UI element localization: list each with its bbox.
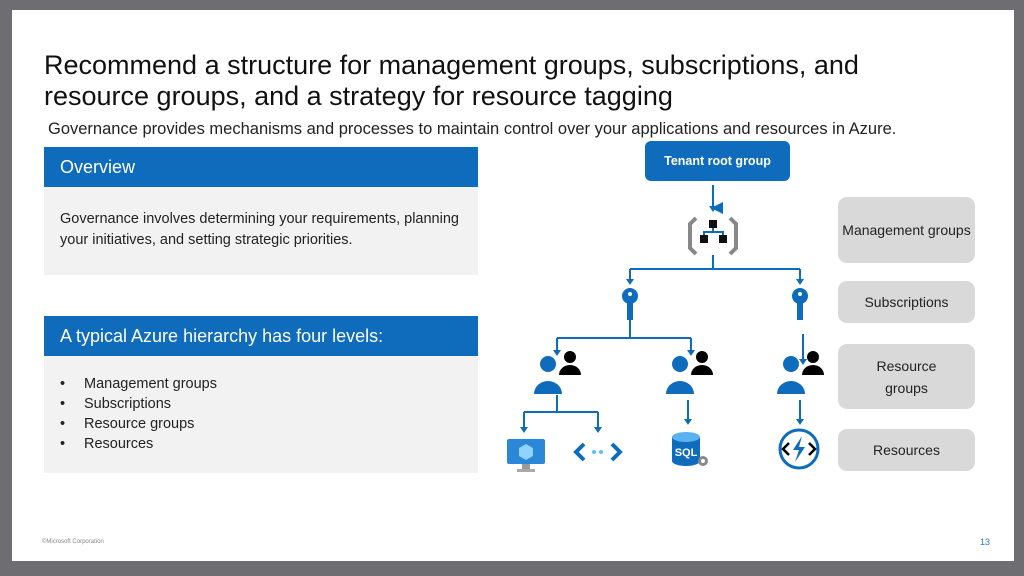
overview-header: Overview	[44, 147, 478, 187]
hierarchy-header: A typical Azure hierarchy has four level…	[44, 316, 478, 356]
sql-database-icon: SQL	[672, 432, 708, 466]
level-box-resource-groups: Resource groups	[838, 344, 975, 409]
hierarchy-body: Management groups Subscriptions Resource…	[44, 356, 478, 473]
arrowheads	[520, 206, 807, 433]
subscription-key-icon	[792, 288, 808, 320]
resource-group-icon	[534, 351, 581, 394]
slide-subtitle: Governance provides mechanisms and proce…	[48, 120, 897, 138]
level-box-resources: Resources	[838, 429, 975, 471]
resource-group-icon	[666, 351, 713, 394]
subscription-key-icon	[622, 288, 638, 320]
list-item: Subscriptions	[60, 394, 478, 414]
page-number: 13	[980, 537, 991, 547]
level-box-management-groups: Management groups	[838, 197, 975, 263]
overview-body: Governance involves determining your req…	[44, 187, 478, 275]
hierarchy-list: Management groups Subscriptions Resource…	[44, 356, 478, 454]
management-group-icon	[688, 216, 738, 256]
tenant-root-group-box: Tenant root group	[645, 141, 790, 181]
list-item: Resources	[60, 434, 478, 454]
function-app-icon	[778, 428, 820, 470]
connector-lines	[523, 185, 804, 428]
slide: Recommend a structure for management gro…	[12, 10, 1014, 561]
virtual-machine-icon	[507, 439, 545, 472]
slide-title: Recommend a structure for management gro…	[44, 50, 859, 111]
resource-group-icon	[777, 351, 824, 394]
level-box-subscriptions: Subscriptions	[838, 281, 975, 323]
sql-label: SQL	[675, 447, 698, 459]
copyright: ©Microsoft Corporation	[42, 539, 104, 545]
list-item: Resource groups	[60, 414, 478, 434]
virtual-network-icon	[573, 442, 623, 462]
list-item: Management groups	[60, 374, 478, 394]
